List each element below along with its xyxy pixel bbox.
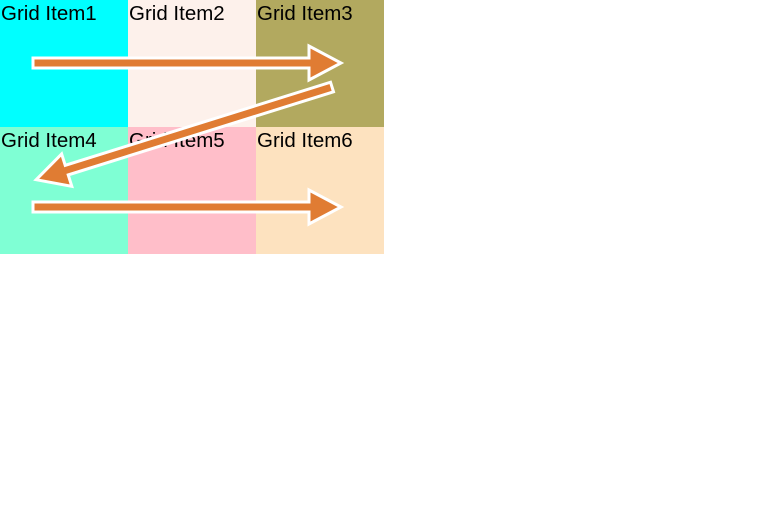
grid-item-label: Grid Item6 [257, 129, 353, 152]
grid-item-label: Grid Item3 [257, 2, 353, 25]
grid-item-2: Grid Item2 [128, 0, 256, 127]
grid-item-label: Grid Item5 [129, 129, 225, 152]
grid-item-label: Grid Item4 [1, 129, 97, 152]
grid-item-label: Grid Item1 [1, 2, 97, 25]
grid-item-4: Grid Item4 [0, 127, 128, 254]
grid-item-5: Grid Item5 [128, 127, 256, 254]
grid-container: Grid Item1 Grid Item2 Grid Item3 Grid It… [0, 0, 384, 254]
grid-item-6: Grid Item6 [256, 127, 384, 254]
grid-item-3: Grid Item3 [256, 0, 384, 127]
grid-item-label: Grid Item2 [129, 2, 225, 25]
grid-item-1: Grid Item1 [0, 0, 128, 127]
